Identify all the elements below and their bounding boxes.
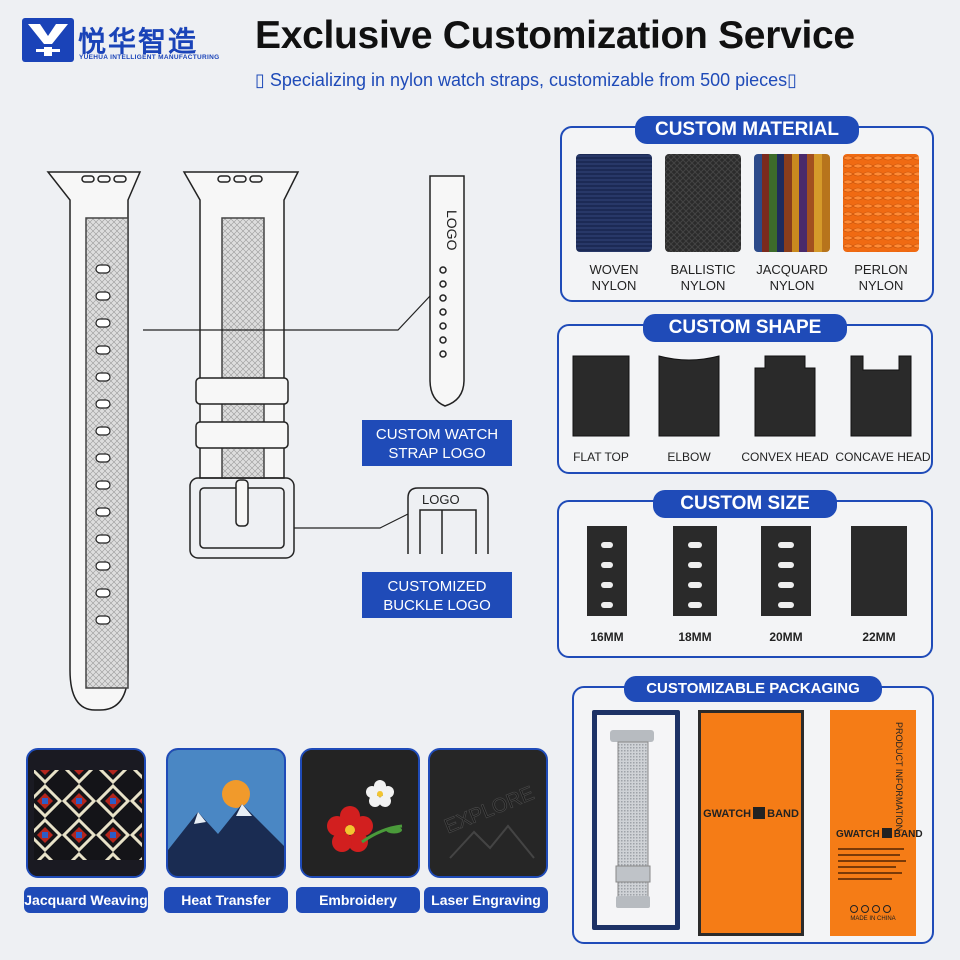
shape-label-convex-head: CONVEX HEAD bbox=[741, 450, 829, 464]
brand-name-en: YUEHUA INTELLIGENT MANUFACTURING bbox=[79, 54, 220, 61]
logo-strap-outline bbox=[429, 175, 465, 407]
shape-label-concave-head: CONCAVE HEAD bbox=[835, 450, 931, 464]
long-strap-outline bbox=[46, 171, 142, 711]
perlon-swatch bbox=[843, 154, 919, 252]
buckle-callout-line bbox=[294, 513, 409, 529]
custom-size-title: CUSTOM SIZE bbox=[653, 490, 837, 518]
page-title: Exclusive Customization Service bbox=[255, 14, 855, 57]
shape-convex-head bbox=[754, 355, 816, 437]
technique-label-heat-transfer: Heat Transfer bbox=[164, 887, 288, 913]
size-label-22mm: 22MM bbox=[862, 630, 896, 644]
custom-size-panel: CUSTOM SIZE 16MM 18MM 20MM 22MM bbox=[557, 490, 933, 658]
size-label-18mm: 18MM bbox=[678, 630, 712, 644]
box-fine-print-lines bbox=[838, 848, 908, 884]
strap-callout-line bbox=[143, 295, 431, 331]
brand-name-cn: 悦华智造 bbox=[78, 25, 199, 58]
woven-swatch bbox=[576, 154, 652, 252]
brand-mark-icon bbox=[22, 18, 74, 62]
long-strap-holes bbox=[95, 264, 111, 625]
technique-label-jacquard: Jacquard Weaving bbox=[24, 887, 148, 913]
shape-label-flat-top: FLAT TOP bbox=[573, 450, 629, 464]
technique-label-embroidery: Embroidery bbox=[296, 887, 420, 913]
size-20mm-strap bbox=[761, 526, 811, 616]
size-16mm-strap bbox=[587, 526, 627, 616]
strap-diagram: LOGO LOGO bbox=[46, 171, 489, 711]
made-in-text: MADE IN CHINA bbox=[850, 916, 896, 922]
ballistic-swatch bbox=[665, 154, 741, 252]
certification-icons bbox=[850, 900, 891, 918]
technique-jacquard-image bbox=[26, 748, 146, 878]
size-label-16mm: 16MM bbox=[590, 630, 624, 644]
custom-shape-title: CUSTOM SHAPE bbox=[643, 314, 847, 342]
box-brand-mark-icon bbox=[753, 807, 766, 819]
technique-laser-engraving-image: EXPLORE bbox=[428, 748, 548, 878]
shape-elbow bbox=[658, 355, 720, 437]
technique-label-laser-engraving: Laser Engraving bbox=[424, 887, 548, 913]
milanese-strap-icon bbox=[610, 730, 654, 908]
shape-label-elbow: ELBOW bbox=[667, 450, 711, 464]
packaging-title: CUSTOMIZABLE PACKAGING bbox=[624, 676, 882, 702]
size-label-20mm: 20MM bbox=[769, 630, 803, 644]
box-brand-mark-icon bbox=[881, 828, 892, 838]
box-side-text: PRODUCT INFORMATION bbox=[894, 722, 904, 832]
buckle-outline bbox=[407, 487, 489, 554]
technique-heat-transfer-image bbox=[166, 748, 286, 878]
size-18mm-strap bbox=[673, 526, 717, 616]
custom-material-title: CUSTOM MATERIAL bbox=[635, 116, 859, 144]
custom-shape-panel: CUSTOM SHAPE FLAT TOP ELBOW CONVEX HEAD … bbox=[557, 314, 933, 474]
technique-embroidery-image bbox=[300, 748, 420, 878]
shape-concave-head bbox=[850, 355, 912, 437]
strap-logo-callout: CUSTOM WATCH STRAP LOGO bbox=[362, 420, 512, 466]
open-box-with-strap bbox=[592, 710, 680, 930]
jacquard-swatch bbox=[754, 154, 830, 252]
brand-logo: 悦华智造 YUEHUA INTELLIGENT MANUFACTURING bbox=[22, 18, 222, 64]
buckle-logo-text: LOGO bbox=[422, 492, 460, 507]
short-strap-outline bbox=[182, 171, 300, 559]
shape-flat-top bbox=[572, 355, 630, 437]
page-subtitle: ▯ Specializing in nylon watch straps, cu… bbox=[255, 70, 798, 90]
buckle-logo-callout: CUSTOMIZED BUCKLE LOGO bbox=[362, 572, 512, 618]
strap-logo-text: LOGO bbox=[444, 210, 460, 251]
size-22mm-strap bbox=[851, 526, 907, 616]
